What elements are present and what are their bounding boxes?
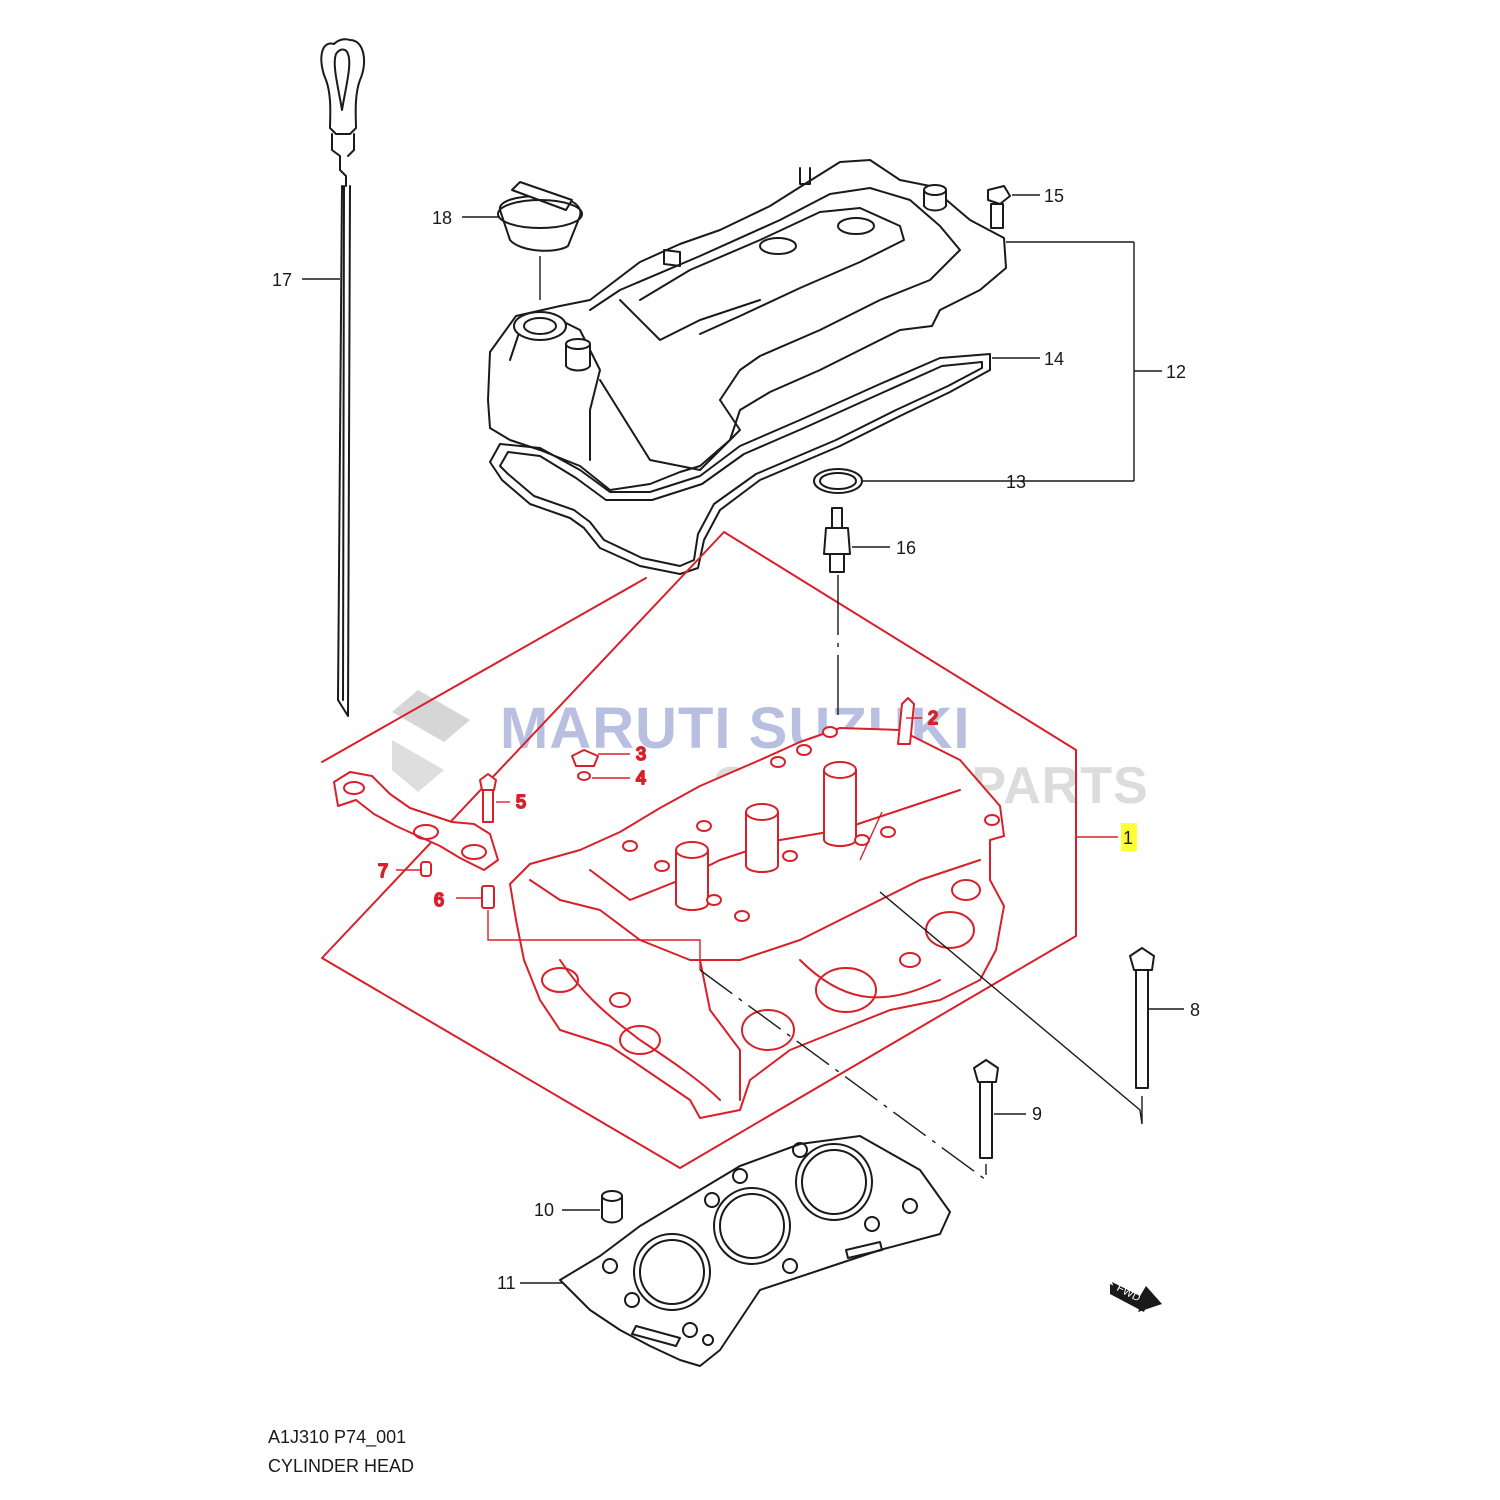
- callout-numbers: 1 2 3 4 5 6 7 8 9 10 11 12 13 14 15 16 1…: [272, 186, 1200, 1293]
- cylinder-head-assembly-outline: [321, 531, 1077, 1169]
- head-bosses: [622, 726, 1000, 922]
- cylinder-head-cover: [487, 159, 1007, 491]
- cover-bolt: [987, 185, 1011, 229]
- dowel: [481, 885, 495, 909]
- callout-3[interactable]: 3: [635, 743, 647, 765]
- diagram-title: CYLINDER HEAD: [268, 1456, 415, 1476]
- head-gasket: [559, 1135, 951, 1367]
- callout-1[interactable]: 1: [1123, 828, 1133, 848]
- callout-1-highlight: [1121, 823, 1137, 851]
- valve-lifters: [675, 761, 857, 911]
- housing-bolt: [479, 773, 497, 823]
- callout-12[interactable]: 12: [1166, 362, 1186, 382]
- callout-14[interactable]: 14: [1044, 349, 1064, 369]
- callout-5[interactable]: 5: [515, 791, 527, 813]
- cylinder-head: [509, 726, 1005, 1119]
- pin: [420, 861, 432, 877]
- suzuki-logo-icon: [392, 690, 470, 792]
- callout-18[interactable]: 18: [432, 208, 452, 228]
- camshaft-housing: [333, 771, 499, 871]
- callout-11[interactable]: 11: [497, 1273, 516, 1293]
- leader-lines: [302, 194, 1184, 1284]
- callout-2[interactable]: 2: [927, 707, 939, 729]
- callout-4[interactable]: 4: [635, 767, 647, 789]
- oil-control-valve: [897, 697, 915, 745]
- callout-16[interactable]: 16: [896, 538, 916, 558]
- callout-10[interactable]: 10: [534, 1200, 554, 1220]
- head-bolt-long: [1129, 947, 1155, 1089]
- head-cover-gasket: [489, 353, 991, 575]
- oil-filler-cap: [497, 181, 583, 300]
- callout-17[interactable]: 17: [272, 270, 292, 290]
- dipstick: [320, 38, 366, 717]
- spark-plug: [823, 507, 851, 573]
- fwd-arrow: FWD: [1110, 1282, 1162, 1312]
- callout-8[interactable]: 8: [1190, 1000, 1200, 1020]
- callout-15[interactable]: 15: [1044, 186, 1064, 206]
- callout-9[interactable]: 9: [1032, 1104, 1042, 1124]
- diagram-code: A1J310 P74_001: [268, 1427, 407, 1447]
- plug: [571, 749, 599, 781]
- o-ring: [813, 468, 863, 494]
- gasket-dowel: [601, 1190, 623, 1224]
- callout-13[interactable]: 13: [1006, 472, 1026, 492]
- head-bolt-short: [973, 1059, 999, 1159]
- callout-6[interactable]: 6: [433, 889, 445, 911]
- callout-7[interactable]: 7: [377, 860, 389, 882]
